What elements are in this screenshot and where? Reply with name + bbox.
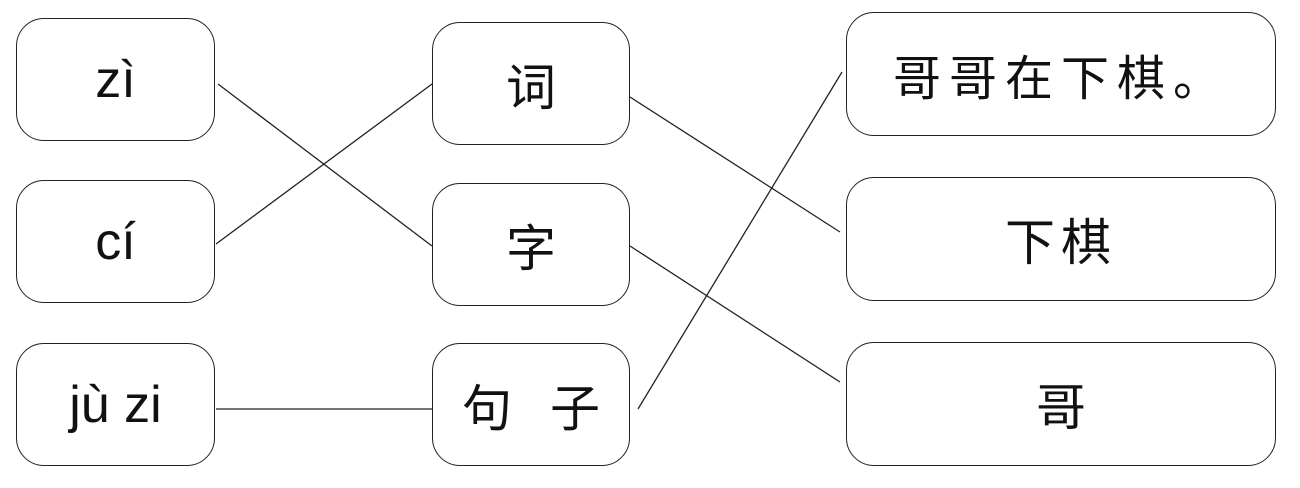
example-phrase-label: 下棋 xyxy=(1005,214,1117,272)
example-single-label: 哥 xyxy=(1036,379,1086,437)
char-box-zi[interactable]: 字 xyxy=(432,183,630,306)
pinyin-box-juzi[interactable]: jù zi xyxy=(16,343,215,466)
pinyin-box-zi[interactable]: zì xyxy=(16,18,215,141)
char-ci-label: 词 xyxy=(506,58,556,117)
char-zi-label: 字 xyxy=(506,219,556,278)
pinyin-zi-label: zì xyxy=(95,50,136,109)
example-box-sentence[interactable]: 哥哥在下棋。 xyxy=(846,12,1276,136)
line-ci-to-char-ci xyxy=(215,83,433,245)
pinyin-ci-label: cí xyxy=(95,212,136,271)
line-zi-to-char-zi xyxy=(217,83,433,247)
char-juzi-label: 句子 xyxy=(462,379,638,438)
line-zi-to-single xyxy=(629,245,841,383)
char-box-ci[interactable]: 词 xyxy=(432,22,630,145)
line-juzi-to-sentence xyxy=(637,71,843,410)
example-box-phrase[interactable]: 下棋 xyxy=(846,177,1276,301)
example-box-single[interactable]: 哥 xyxy=(846,342,1276,466)
example-sentence-label: 哥哥在下棋。 xyxy=(892,51,1229,107)
char-box-juzi[interactable]: 句子 xyxy=(432,343,630,466)
pinyin-juzi-label: jù zi xyxy=(69,375,162,434)
pinyin-box-ci[interactable]: cí xyxy=(16,180,215,303)
line-ci-to-phrase xyxy=(629,96,841,233)
